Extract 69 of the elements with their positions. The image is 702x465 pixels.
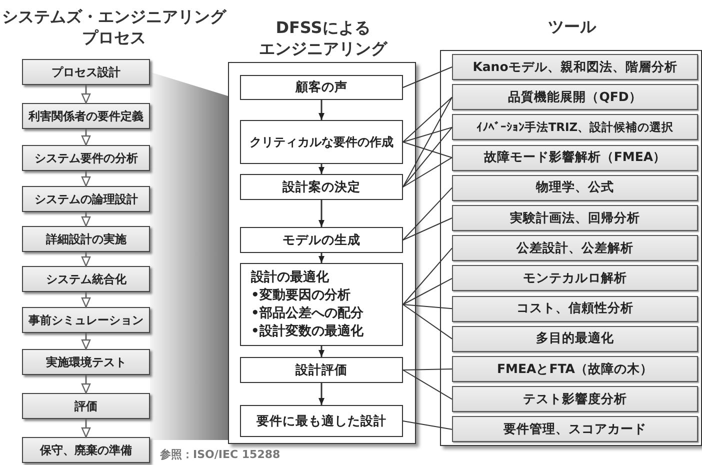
- tool-box: ｲﾉﾍﾞｰｼｮﾝ手法TRIZ、設計候補の選択: [452, 114, 698, 140]
- connector-line: [402, 157, 452, 188]
- tool-box: コスト、信頼性分析: [452, 296, 698, 322]
- tool-box: 実験計画法、回帰分析: [452, 205, 698, 231]
- connector-line: [402, 66, 452, 88]
- process-step-box: プロセス設計: [22, 59, 150, 85]
- column-heading: システムズ・エンジニアリングプロセス: [2, 6, 226, 48]
- dfss-step-box: 設計案の決定: [240, 174, 403, 200]
- connector-line: [402, 218, 452, 240]
- arrow: [81, 292, 91, 308]
- step-heading: 設計の最適化: [251, 268, 329, 286]
- process-step-box: 事前シミュレーション: [22, 307, 150, 333]
- arrow: [81, 375, 91, 394]
- tool-box: 公差設計、公差解析: [452, 235, 698, 262]
- process-step-box: システムの論理設計: [22, 186, 150, 212]
- arrow: [81, 419, 91, 438]
- arrow: [81, 85, 91, 104]
- tool-box: FMEAとFTA（故障の木）: [452, 356, 698, 382]
- tool-box: テスト影響度分析: [452, 386, 698, 412]
- arrow: [318, 200, 324, 227]
- process-step-box: 評価: [22, 393, 150, 419]
- dfss-step-box: クリティカルな要件の作成: [240, 120, 403, 164]
- connector-line: [402, 370, 452, 400]
- process-step-box: システム統合化: [22, 266, 150, 292]
- dfss-step-box: 要件に最も適した設計: [240, 405, 403, 437]
- tool-box: 故障モード影響解析（FMEA）: [452, 144, 698, 171]
- arrow: [81, 333, 91, 350]
- connector-line: [402, 142, 452, 158]
- tool-box: 多目的最適化: [452, 326, 698, 352]
- arrow: [318, 100, 324, 120]
- connector-line: [402, 126, 452, 142]
- bullet-item: •設計変数の最適化: [251, 322, 364, 340]
- connector-line: [402, 248, 452, 305]
- connector-line: [402, 96, 452, 142]
- dfss-step-box: [240, 263, 403, 346]
- tool-box: 物理学、公式: [452, 174, 698, 201]
- arrow: [318, 253, 324, 263]
- process-step-box: 実施環境テスト: [22, 349, 150, 375]
- arrow: [81, 171, 91, 187]
- column-heading: DFSSによるエンジニアリング: [258, 17, 388, 59]
- tool-box: 品質機能展開（QFD）: [452, 84, 698, 110]
- reference-note: 参照：ISO/IEC 15288: [160, 447, 280, 462]
- bullet-item: •変動要因の分析: [251, 286, 350, 304]
- arrow: [81, 129, 91, 146]
- bullet-item: •部品公差への配分: [251, 304, 364, 322]
- tool-box: Kanoモデル、親和図法、階層分析: [452, 54, 698, 80]
- dfss-step-box: モデルの生成: [240, 227, 403, 253]
- process-step-box: システム要件の分析: [22, 145, 150, 171]
- connector-line: [402, 304, 452, 310]
- arrow: [81, 212, 91, 227]
- tool-box: モンテカルロ解析: [452, 265, 698, 292]
- connector-line: [402, 187, 452, 240]
- dfss-step-box: 顧客の声: [240, 75, 403, 100]
- connector-line: [402, 420, 452, 430]
- connector-line: [402, 278, 452, 305]
- process-step-box: 利害関係者の要件定義: [22, 103, 150, 129]
- connector-line: [402, 368, 452, 370]
- tool-box: 要件管理、スコアカード: [452, 416, 698, 442]
- dfss-step-box: 設計評価: [240, 357, 403, 383]
- connector-line: [402, 304, 452, 340]
- connector-line: [402, 96, 452, 188]
- process-step-box: 詳細設計の実施: [22, 226, 150, 252]
- arrow: [81, 252, 91, 267]
- arrow: [318, 164, 324, 174]
- process-step-box: 保守、廃棄の準備: [22, 437, 150, 463]
- connector-line: [402, 126, 452, 188]
- arrow: [318, 346, 324, 357]
- arrow: [318, 383, 324, 405]
- column-heading: ツール: [547, 16, 598, 36]
